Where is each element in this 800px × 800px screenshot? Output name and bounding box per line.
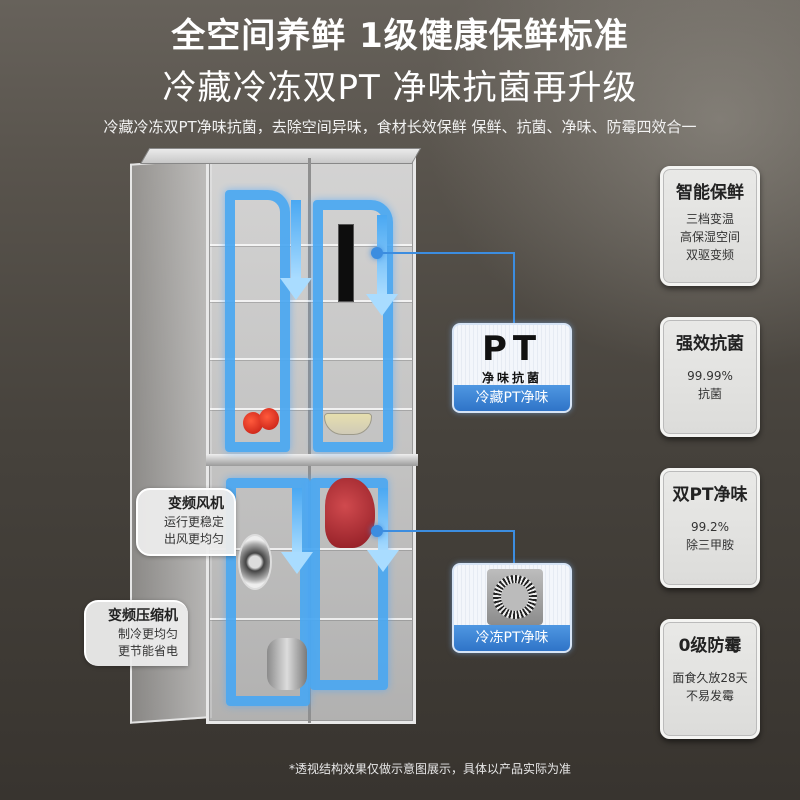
- callout-inverter-compressor: 变频压缩机 制冷更均匀 更节能省电: [84, 600, 188, 666]
- feature-card-line: 除三甲胺: [685, 538, 734, 552]
- callout-line: 制冷更均匀: [117, 627, 178, 641]
- airflow-loop-fridge-left: [225, 190, 290, 452]
- feature-card-title: 0级防霉: [678, 636, 742, 656]
- door-divider-horizontal: [206, 454, 418, 466]
- door-display-panel: [338, 224, 354, 302]
- feature-card-line: 不易发霉: [685, 689, 734, 703]
- feature-card-smart-fresh: 智能保鲜 三档变温 高保湿空间 双驱变频: [660, 166, 760, 286]
- fan-component-image: [238, 534, 272, 590]
- pt-module-label: 冷冻PT净味: [454, 625, 570, 651]
- airflow-arrow-stem: [378, 488, 388, 552]
- airflow-arrow-down-icon: [280, 278, 312, 300]
- airflow-arrow-down-icon: [366, 294, 398, 316]
- connector-dot: [371, 525, 383, 537]
- feature-card-title: 智能保鲜: [676, 183, 744, 203]
- feature-card-line: 99.99%: [687, 369, 733, 383]
- shelf: [210, 244, 412, 246]
- meat-image: [325, 478, 375, 548]
- callout-title: 变频风机: [168, 496, 224, 512]
- airflow-loop-freezer-left: [226, 478, 310, 706]
- airflow-loop-fridge-right: [313, 200, 393, 452]
- headline-secondary: 冷藏冷冻双PT 净味抗菌再升级: [162, 68, 638, 108]
- airflow-arrow-stem: [291, 200, 301, 278]
- filter-disc-icon: [487, 569, 543, 625]
- connector-line: [382, 530, 514, 532]
- callout-title: 变频压缩机: [108, 608, 178, 624]
- disclaimer-text: *透视结构效果仅做示意图展示，具体以产品实际为准: [288, 762, 571, 776]
- airflow-arrow-down-icon: [281, 552, 313, 574]
- pt-logo: PT: [481, 329, 543, 369]
- headline-main: 全空间养鲜 1级健康保鲜标准: [171, 16, 629, 56]
- door-divider-vertical: [308, 158, 311, 723]
- connector-line: [513, 530, 515, 564]
- feature-card-line: 双驱变频: [685, 248, 734, 262]
- feature-card-title: 强效抗菌: [676, 334, 744, 354]
- feature-card-title: 双PT净味: [672, 485, 748, 505]
- pt-subtitle: 净味抗菌: [481, 371, 542, 385]
- callout-line: 运行更稳定: [163, 515, 224, 529]
- tomato-image: [259, 408, 279, 430]
- connector-line: [382, 252, 514, 254]
- feature-card-anti-mold: 0级防霉 面食久放28天 不易发霉: [660, 619, 760, 739]
- airflow-arrow-stem: [292, 488, 302, 554]
- connector-dot: [371, 247, 383, 259]
- pt-module-freezer: 冷冻PT净味: [452, 563, 572, 653]
- fridge-top-panel: [140, 148, 422, 164]
- feature-card-line: 三档变温: [685, 212, 734, 226]
- pt-module-refrigerator: PT 净味抗菌 冷藏PT净味: [452, 323, 572, 413]
- headline-subtitle: 冷藏冷冻双PT净味抗菌，去除空间异味，食材长效保鲜 保鲜、抗菌、净味、防霉四效合…: [103, 118, 697, 136]
- callout-line: 出风更均匀: [163, 532, 224, 546]
- shelf: [210, 358, 412, 360]
- feature-card-line: 面食久放28天: [672, 671, 748, 685]
- pt-module-label: 冷藏PT净味: [454, 385, 570, 411]
- feature-card-antibacterial: 强效抗菌 99.99% 抗菌: [660, 317, 760, 437]
- connector-line: [513, 252, 515, 324]
- callout-inverter-fan: 变频风机 运行更稳定 出风更均匀: [136, 488, 236, 556]
- tomato-image: [243, 412, 263, 434]
- airflow-arrow-down-icon: [367, 550, 399, 572]
- compressor-component-image: [267, 638, 307, 690]
- feature-card-line: 高保湿空间: [679, 230, 740, 244]
- feature-card-line: 99.2%: [690, 520, 730, 534]
- callout-line: 更节能省电: [117, 644, 178, 658]
- feature-card-line: 抗菌: [697, 387, 722, 401]
- shelf: [210, 408, 412, 410]
- feature-card-dual-pt: 双PT净味 99.2% 除三甲胺: [660, 468, 760, 588]
- shelf: [210, 300, 412, 302]
